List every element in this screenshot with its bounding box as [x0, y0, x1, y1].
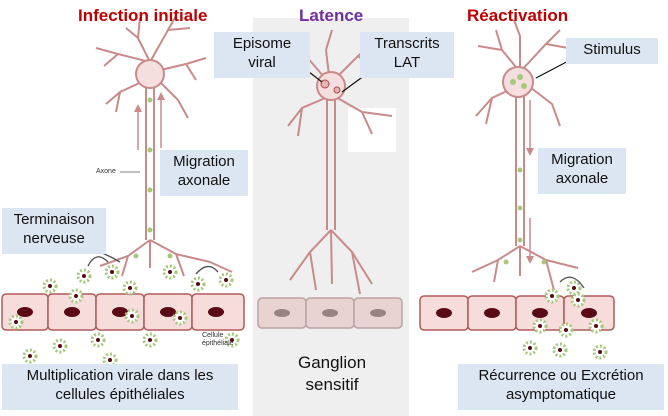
title-reactivation: Réactivation	[467, 6, 569, 25]
title-latency: Latence	[299, 6, 364, 25]
label-cellule: Cellule épithéliale	[202, 332, 234, 347]
label-transcrits: Transcrits LAT	[360, 32, 454, 78]
label-multiplication: Multiplication virale dans les cellules …	[2, 364, 238, 410]
nucleus-reactivation	[502, 66, 534, 98]
label-ganglion: Ganglion sensitif	[297, 353, 367, 394]
epithelium-initial-nuclei	[17, 307, 224, 317]
label-migration-initial: Migration axonale	[160, 150, 248, 196]
label-recurrence: Récurrence ou Excrétion asymptomatique	[458, 364, 664, 410]
label-migration-reactivation: Migration axonale	[538, 148, 626, 194]
label-terminaison: Terminaison nerveuse	[2, 208, 106, 254]
neuron-reactivation	[471, 19, 579, 291]
label-axone: Axone	[96, 168, 116, 175]
label-stimulus: Stimulus	[566, 38, 658, 64]
neuron-initial	[95, 15, 233, 277]
nucleus-initial	[135, 59, 165, 89]
label-episome: Episome viral	[214, 32, 310, 78]
title-initial: Infection initiale	[78, 6, 208, 25]
